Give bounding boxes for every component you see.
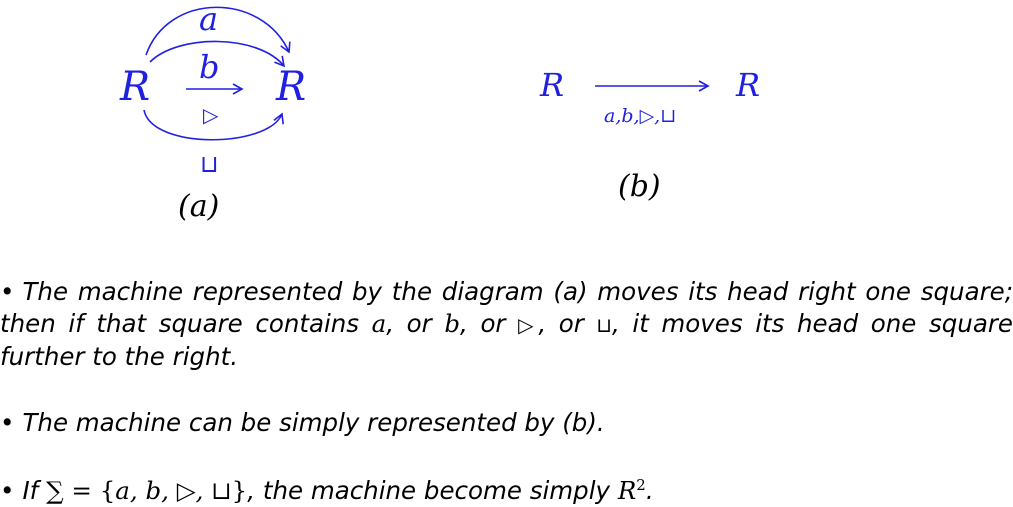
diagram-a-caption: (a) — [178, 189, 219, 224]
diagram-a-label-blank: ⊔ — [200, 150, 219, 178]
bullet-1-text-4: , or — [538, 309, 597, 338]
bullet-1-text-2: , or — [386, 309, 445, 338]
bullet-dot: • — [0, 476, 15, 506]
bullet-3-sigma-open: ∑ = { — [46, 476, 116, 506]
bullet-1-symbol-blank: ⊔ — [596, 313, 613, 337]
bullet-1-symbol-a: a — [371, 309, 387, 338]
diagram-b: R R a,b,▷,⊔ (b) — [539, 66, 760, 204]
bullet-3-exponent: 2 — [636, 476, 646, 494]
bullet-3-brace-close: } — [231, 476, 248, 506]
diagram-b-right-node: R — [735, 66, 760, 104]
bullet-3-text-2: , the machine become simply — [247, 476, 618, 506]
bullet-3-end: . — [645, 476, 654, 506]
bullet-1-text-5: , it moves its head one square further t… — [0, 309, 1013, 371]
bullet-dot: • — [0, 277, 15, 306]
bullet-3: •If ∑ = {a, b, ▷, ⊔}, the machine become… — [0, 469, 1013, 507]
diagram-a-label-triangle: ▷ — [203, 103, 219, 127]
diagram-a-label-a: a — [199, 0, 218, 38]
bullet-2: •The machine can be simply represented b… — [0, 407, 1013, 439]
bullet-dot: • — [0, 408, 15, 437]
bullet-3-R: R — [617, 476, 637, 506]
diagram-a-right-node: R — [275, 64, 306, 110]
diagram-a-upper-arc — [149, 40, 286, 68]
bullet-3-text-1: If — [22, 476, 47, 506]
bullet-2-text: The machine can be simply represented by… — [22, 408, 605, 437]
diagram-b-edge-label: a,b,▷,⊔ — [604, 105, 676, 127]
bullet-1-text-3: , or — [460, 309, 519, 338]
diagram-b-caption: (b) — [618, 169, 661, 204]
bullet-1-symbol-triangle: ▷ — [518, 313, 539, 337]
diagram-a-left-node: R — [119, 64, 150, 110]
bullet-3-set: a, b, ▷, ⊔ — [115, 476, 232, 506]
bullet-1: •The machine represented by the diagram … — [0, 276, 1013, 373]
diagrams-canvas: R R a b ▷ ⊔ (a) R R a,b,▷,⊔ (b) — [119, 0, 760, 224]
diagram-a-top-arc — [145, 6, 291, 56]
bullet-1-symbol-b: b — [444, 309, 461, 338]
diagram-b-left-node: R — [539, 66, 564, 104]
diagram-a: R R a b ▷ ⊔ (a) — [119, 0, 306, 224]
diagram-a-label-b: b — [199, 48, 219, 86]
diagram-a-bottom-arc — [143, 109, 284, 141]
bullet-1-text-1: The machine represented by the diagram (… — [0, 277, 1013, 338]
